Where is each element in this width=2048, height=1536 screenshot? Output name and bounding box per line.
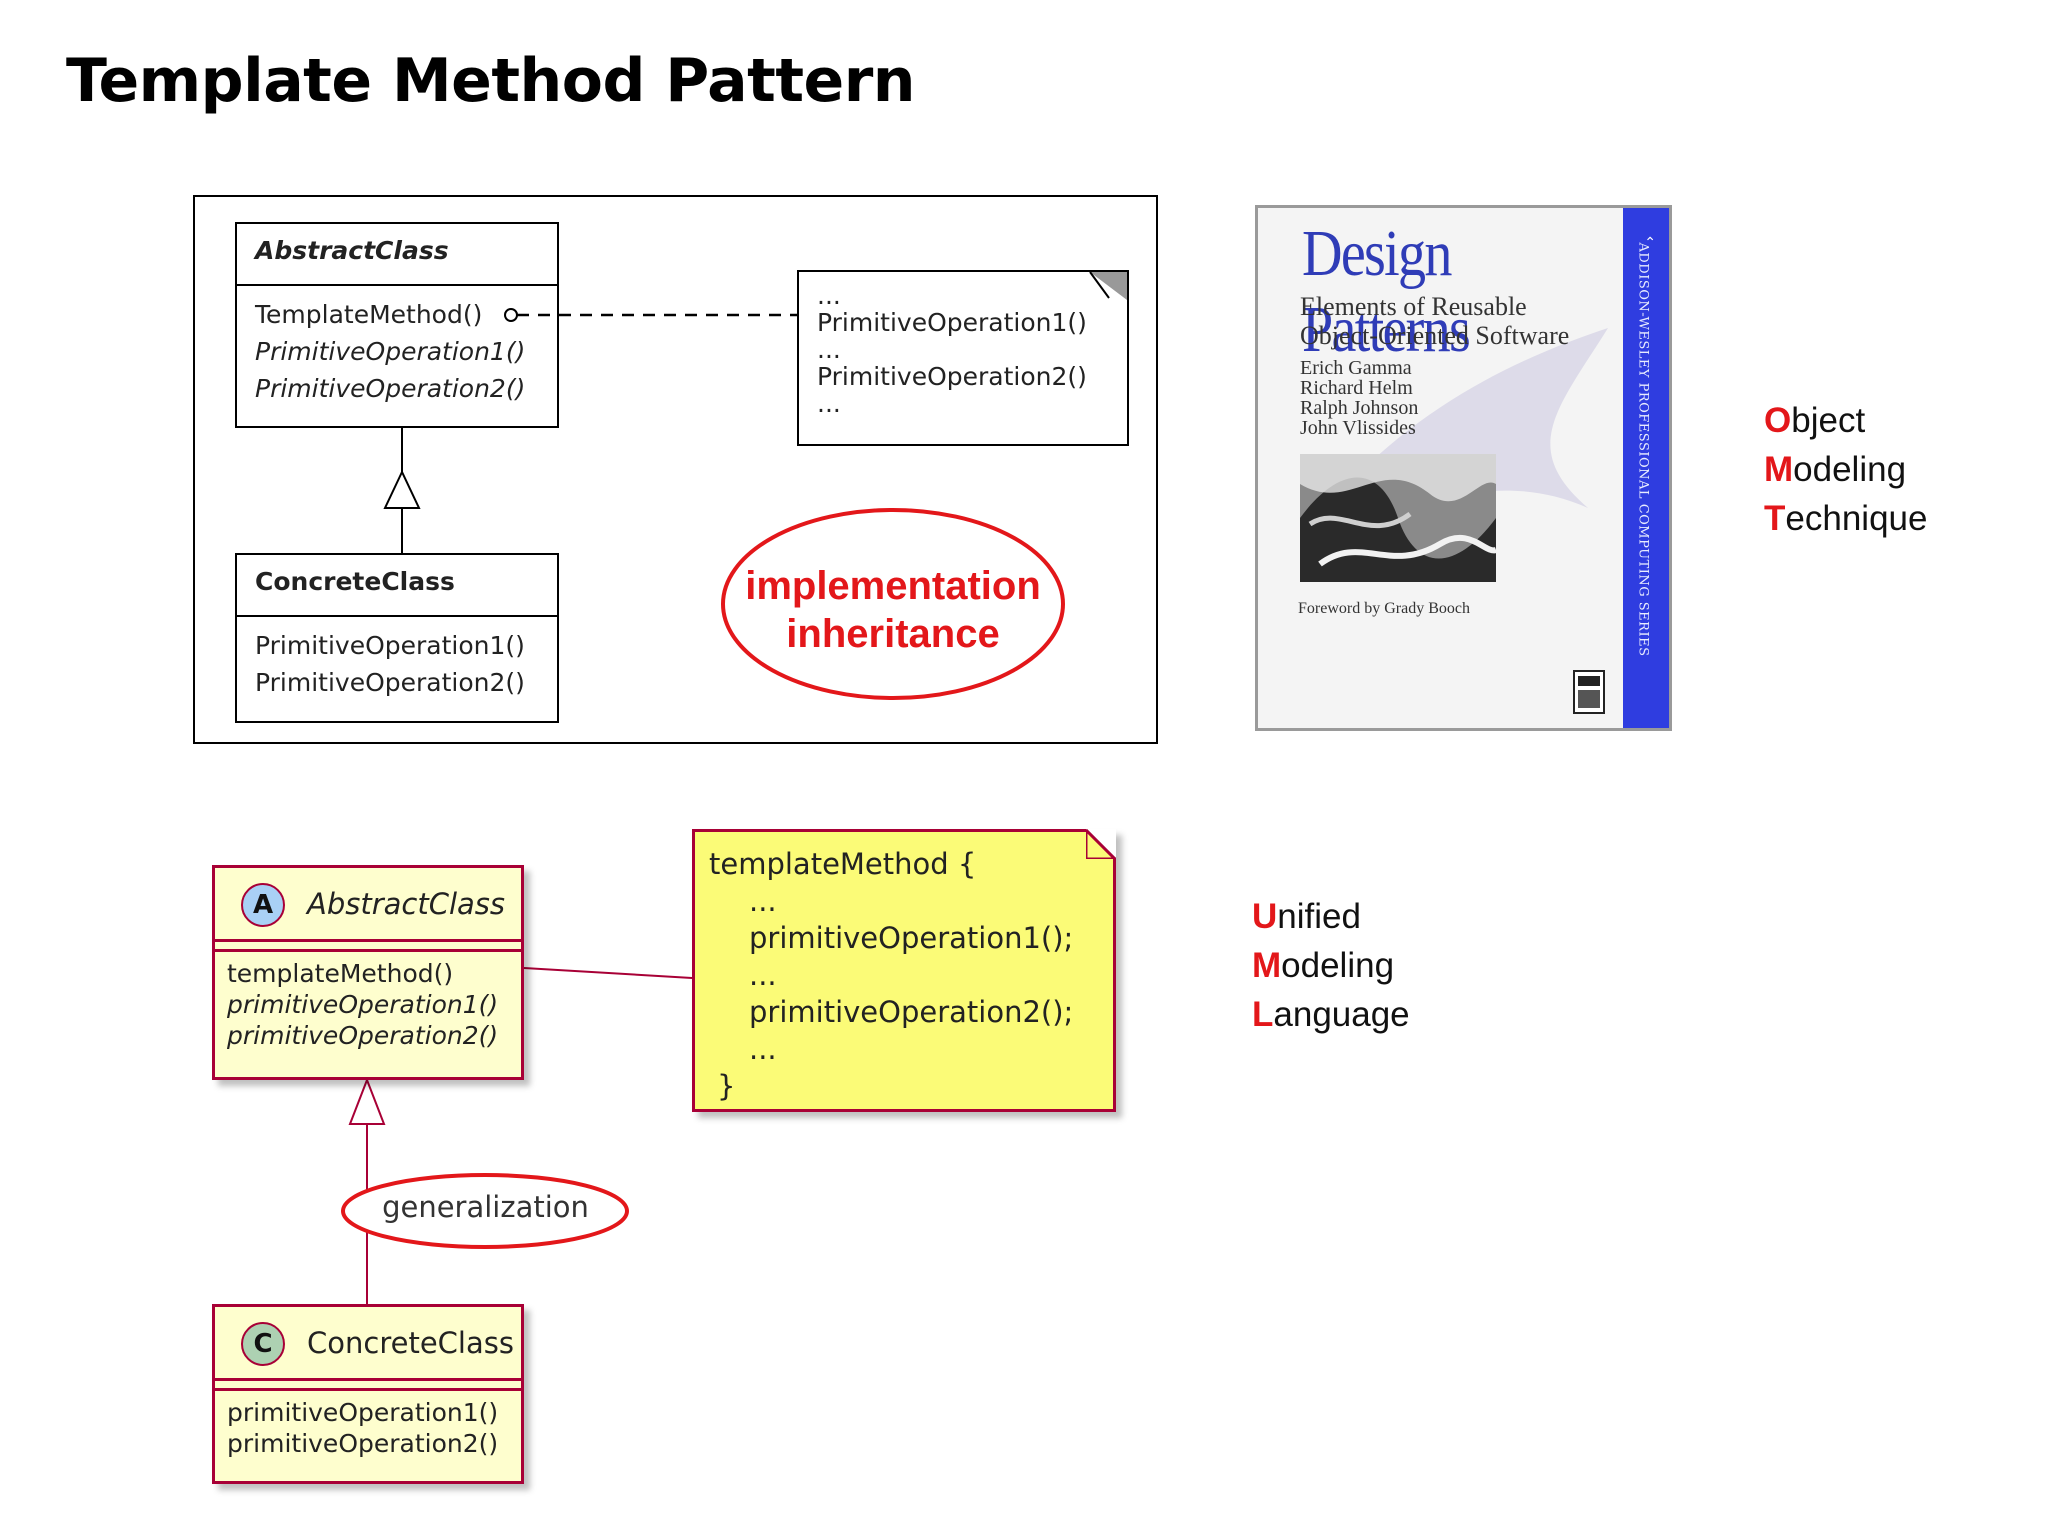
omt-acronym-line: Technique (1764, 494, 1927, 543)
acronym-rest: bject (1791, 401, 1866, 440)
acronym-rest: odeling (1793, 450, 1907, 489)
book-spine-chevron-icon: ⌃ (1644, 234, 1656, 250)
abstract-class-badge: A (241, 883, 285, 927)
design-patterns-book-cover: Design Patterns Elements of Reusable Obj… (1255, 205, 1672, 731)
uml-note-text: templateMethod { ... primitiveOperation1… (709, 846, 1073, 1105)
uml-abstract-class: A AbstractClass templateMethod() primiti… (212, 865, 524, 1080)
uml-acronym-line: Unified (1252, 892, 1410, 941)
omt-note-line: ... (817, 281, 841, 310)
uml-abstract-class-name: AbstractClass (307, 887, 506, 921)
book-series-label: ADDISON-WESLEY PROFESSIONAL COMPUTING SE… (1635, 242, 1651, 657)
book-author: Erich Gamma (1300, 357, 1412, 379)
acronym-rest: nified (1277, 897, 1361, 936)
implementation-inheritance-label: implementation inheritance (720, 562, 1066, 658)
omt-note-line: PrimitiveOperation2() (817, 362, 1087, 391)
omt-concrete-op1: PrimitiveOperation1() (255, 631, 525, 660)
uml-note-line: primitiveOperation2(); (749, 995, 1074, 1029)
omt-note-line: PrimitiveOperation1() (817, 308, 1087, 337)
uml-concrete-class: C ConcreteClass primitiveOperation1() pr… (212, 1304, 524, 1484)
concrete-class-badge: C (241, 1322, 285, 1366)
acronym-letter: M (1252, 946, 1282, 985)
omt-acronym: Object Modeling Technique (1764, 396, 1927, 543)
slide-title: Template Method Pattern (66, 46, 916, 116)
uml-note-link (523, 967, 693, 979)
uml-note: templateMethod { ... primitiveOperation1… (692, 829, 1116, 1112)
omt-note: ... PrimitiveOperation1() ... PrimitiveO… (797, 270, 1129, 446)
omt-note-line: ... (817, 389, 841, 418)
uml-note-line: primitiveOperation1(); (749, 921, 1074, 955)
omt-abstract-op2: PrimitiveOperation2() (255, 374, 526, 403)
implementation-inheritance-ellipse (721, 508, 1065, 700)
book-subtitle-line-2: Object-Oriented Software (1300, 321, 1570, 350)
omt-abstract-class: AbstractClass TemplateMethod() Primitive… (235, 222, 559, 428)
omt-note-fold (1089, 271, 1110, 299)
uml-concrete-op2: primitiveOperation2() (227, 1429, 499, 1458)
publisher-logo (1573, 670, 1605, 714)
book-subtitle-line-1: Elements of Reusable (1300, 292, 1527, 321)
omt-abstract-class-name: AbstractClass (237, 224, 557, 286)
callout-line-1: implementation (745, 564, 1041, 608)
uml-generalization-triangle (348, 1077, 386, 1125)
omt-acronym-line: Object (1764, 396, 1927, 445)
uml-note-line: ... (749, 884, 777, 918)
omt-concrete-op2: PrimitiveOperation2() (255, 668, 525, 697)
omt-note-dogear (1090, 272, 1127, 300)
uml-note-line: templateMethod { (709, 847, 977, 881)
uml-acronym-line: Modeling (1252, 941, 1410, 990)
acronym-rest: echnique (1785, 499, 1928, 538)
uml-note-line: } (717, 1069, 736, 1103)
omt-template-method: TemplateMethod() (255, 300, 483, 329)
book-subtitle: Elements of Reusable Object-Oriented Sof… (1300, 292, 1569, 350)
omt-link-anchor (504, 308, 518, 322)
omt-note-line: ... (817, 335, 841, 364)
uml-note-line: ... (749, 958, 777, 992)
callout-line-2: inheritance (786, 612, 1000, 656)
book-foreword: Foreword by Grady Booch (1298, 600, 1470, 617)
uml-note-line: ... (749, 1032, 777, 1066)
acronym-letter: U (1252, 897, 1278, 936)
book-author: John Vlissides (1300, 417, 1416, 439)
omt-acronym-line: Modeling (1764, 445, 1927, 494)
acronym-letter: O (1764, 401, 1792, 440)
uml-abstract-op2: primitiveOperation2() (227, 1021, 499, 1050)
acronym-letter: T (1764, 499, 1786, 538)
uml-acronym-line: Language (1252, 990, 1410, 1039)
uml-abstract-op1: primitiveOperation1() (227, 990, 499, 1019)
omt-diagram-frame (193, 195, 1158, 744)
acronym-rest: anguage (1273, 995, 1410, 1034)
book-cover-artwork (1300, 454, 1496, 582)
book-author: Ralph Johnson (1300, 397, 1419, 419)
book-authors: Erich Gamma Richard Helm Ralph Johnson J… (1300, 358, 1418, 438)
omt-abstract-op1: PrimitiveOperation1() (255, 337, 526, 366)
uml-note-dogear (1086, 829, 1116, 859)
acronym-rest: odeling (1281, 946, 1395, 985)
uml-acronym: Unified Modeling Language (1252, 892, 1410, 1039)
omt-concrete-class: ConcreteClass PrimitiveOperation1() Prim… (235, 553, 559, 723)
book-author: Richard Helm (1300, 377, 1413, 399)
uml-template-method: templateMethod() (227, 959, 454, 988)
omt-inherit-triangle (383, 469, 421, 509)
acronym-letter: L (1252, 995, 1274, 1034)
book-spine (1623, 208, 1669, 728)
uml-concrete-class-name: ConcreteClass (307, 1326, 514, 1360)
uml-concrete-op1: primitiveOperation1() (227, 1398, 499, 1427)
generalization-label: generalization (382, 1190, 589, 1224)
omt-concrete-class-name: ConcreteClass (237, 555, 557, 617)
book-title: Design Patterns (1302, 217, 1471, 366)
generalization-ellipse (341, 1173, 629, 1249)
acronym-letter: M (1764, 450, 1794, 489)
